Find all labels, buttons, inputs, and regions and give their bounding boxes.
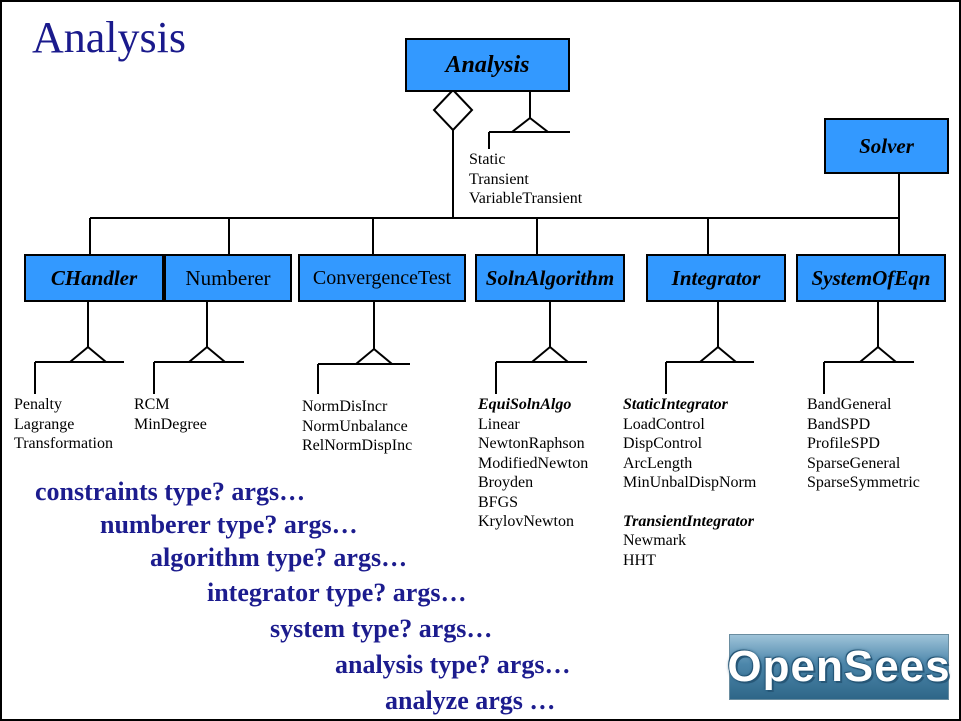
command-numberer: numberer type? args… — [100, 510, 358, 539]
list-item: Lagrange — [14, 415, 75, 433]
list-item: ProfileSPD — [807, 435, 880, 452]
systemofeqn-box-label: SystemOfEqn — [811, 265, 931, 290]
integrator-type-list: StaticIntegrator LoadControl DispControl… — [623, 395, 756, 570]
list-item: Transformation — [14, 435, 113, 452]
opensees-logo: OpenSees — [727, 634, 951, 700]
list-item: DispControl — [623, 435, 703, 452]
chandler-box-label: CHandler — [50, 265, 138, 290]
list-item: Newmark — [623, 532, 687, 549]
list-item: MinUnbalDispNorm — [623, 474, 757, 491]
command-analyze: analyze args … — [385, 686, 556, 715]
systemofeqn-box: SystemOfEqn — [796, 254, 946, 302]
solver-box-label: Solver — [859, 133, 914, 158]
numberer-box-label: Numberer — [185, 265, 271, 290]
integrator-box: Integrator — [646, 254, 786, 302]
numberer-type-list: RCM MinDegree — [134, 395, 207, 434]
list-item: LoadControl — [623, 415, 705, 433]
list-item: VariableTransient — [469, 190, 583, 207]
list-item: BandSPD — [807, 415, 871, 433]
static-integrator-heading: StaticIntegrator — [623, 396, 728, 413]
chandler-box: CHandler — [24, 254, 164, 302]
transient-integrator-heading: TransientIntegrator — [623, 512, 754, 530]
solnalgorithm-box: SolnAlgorithm — [475, 254, 625, 302]
numberer-box: Numberer — [164, 254, 292, 302]
algorithm-heading: EquiSolnAlgo — [478, 396, 572, 413]
list-item: BandGeneral — [807, 396, 892, 413]
list-item: HHT — [623, 551, 656, 569]
solver-box: Solver — [824, 118, 949, 174]
list-item: ModifiedNewton — [478, 454, 589, 472]
convergencetest-box: ConvergenceTest — [298, 254, 466, 302]
command-analysis: analysis type? args… — [335, 650, 571, 679]
solnalgorithm-box-label: SolnAlgorithm — [485, 265, 615, 290]
analysis-inherit-triangle — [509, 116, 551, 133]
list-item: Static — [469, 151, 506, 168]
analysis-box: Analysis — [405, 38, 570, 92]
convergence-type-list: NormDisIncr NormUnbalance RelNormDispInc — [302, 397, 412, 456]
slide-title: Analysis — [32, 13, 186, 62]
command-constraints: constraints type? args… — [35, 477, 306, 506]
convergencetest-box-label: ConvergenceTest — [312, 266, 452, 289]
list-item: MinDegree — [134, 415, 207, 433]
integrator-box-label: Integrator — [671, 265, 761, 290]
list-item: RelNormDispInc — [302, 437, 413, 454]
numberer-inherit-triangle — [186, 345, 228, 363]
chandler-type-list: Penalty Lagrange Transformation — [14, 395, 113, 454]
integrator-inherit-triangle — [697, 345, 739, 363]
list-spacer — [623, 493, 756, 512]
list-item: NormUnbalance — [302, 417, 408, 435]
list-item: Transient — [469, 170, 529, 188]
logo-text: OpenSees — [727, 642, 951, 691]
list-item: SparseSymmetric — [807, 474, 920, 491]
system-inherit-triangle — [857, 345, 899, 363]
list-item: SparseGeneral — [807, 454, 901, 472]
algorithm-inherit-triangle — [529, 345, 571, 363]
chandler-inherit-triangle — [67, 345, 109, 363]
list-item: BFGS — [478, 493, 519, 511]
list-item: Linear — [478, 415, 520, 433]
analysis-type-list: Static Transient VariableTransient — [469, 150, 582, 209]
convergence-inherit-triangle — [353, 347, 395, 365]
command-algorithm: algorithm type? args… — [150, 543, 408, 572]
command-system: system type? args… — [270, 614, 493, 643]
list-item: NewtonRaphson — [478, 435, 585, 452]
list-item: NormDisIncr — [302, 398, 388, 415]
command-integrator: integrator type? args… — [207, 578, 467, 607]
algorithm-type-list: EquiSolnAlgo Linear NewtonRaphson Modifi… — [478, 395, 588, 532]
analysis-box-label: Analysis — [445, 51, 530, 78]
aggregation-diamond — [432, 88, 474, 132]
list-item: RCM — [134, 396, 170, 413]
list-item: Penalty — [14, 396, 62, 413]
system-type-list: BandGeneral BandSPD ProfileSPD SparseGen… — [807, 395, 920, 493]
list-item: KrylovNewton — [478, 513, 574, 530]
list-item: Broyden — [478, 474, 534, 491]
list-item: ArcLength — [623, 454, 693, 472]
